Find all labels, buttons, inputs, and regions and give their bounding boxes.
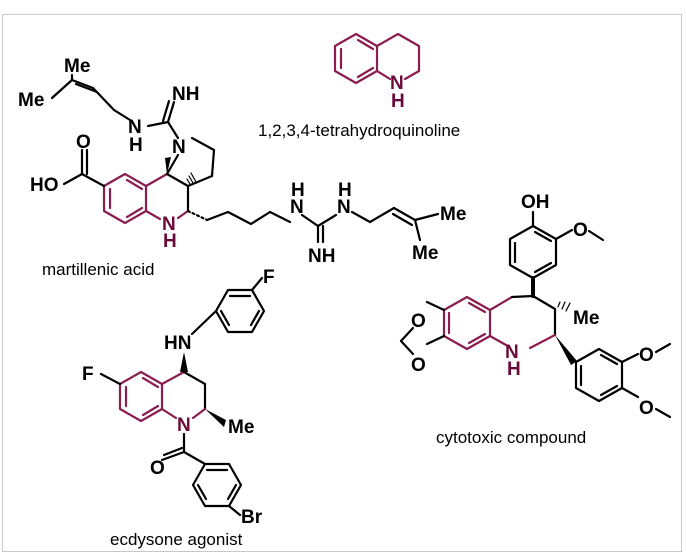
cytotoxic-top-aryl-ring xyxy=(508,224,558,280)
cytotoxic-compound-structure: OH O N H Me O O xyxy=(399,192,672,447)
martillenic-imine-nh: NH xyxy=(172,84,199,105)
martillenic-core-n: N xyxy=(162,214,176,235)
caption-cytotoxic-compound: cytotoxic compound xyxy=(436,428,586,447)
martillenic-acid-structure: N H N O HO NH N H Me Me xyxy=(18,56,466,279)
thq-h-atom: H xyxy=(391,91,405,112)
martillenic-gu2-n: N xyxy=(337,197,351,218)
martillenic-core-h: H xyxy=(163,231,177,252)
thq-saturated-ring xyxy=(375,32,421,81)
cytotoxic-ome2-o: O xyxy=(639,345,654,366)
martillenic-amine-n: N xyxy=(128,117,142,138)
tetrahydroquinoline-structure: N H 1,2,3,4-tetrahydroquinoline xyxy=(258,32,460,140)
ecdysone-core-n: N xyxy=(177,415,191,436)
ecdysone-f-top: F xyxy=(263,267,275,288)
ecdysone-me: Me xyxy=(228,417,254,438)
cytotoxic-dioxole-o2: O xyxy=(411,355,426,376)
figure-frame xyxy=(2,14,682,552)
martillenic-me-r1: Me xyxy=(440,204,466,225)
cytotoxic-ome3-o: O xyxy=(639,398,654,419)
martillenic-me-top: Me xyxy=(64,56,90,77)
cytotoxic-oh: OH xyxy=(521,192,550,213)
thq-n-atom: N xyxy=(390,73,404,94)
cytotoxic-dioxole-o1: O xyxy=(411,311,426,332)
cytotoxic-me: Me xyxy=(573,308,599,329)
martillenic-gu1-n: N xyxy=(290,197,304,218)
ecdysone-carbonyl-o: O xyxy=(150,458,165,479)
ecdysone-f-left: F xyxy=(82,364,94,385)
martillenic-pyrrolidine-n: N xyxy=(172,137,186,158)
cytotoxic-benzene-ring xyxy=(442,295,492,351)
martillenic-me-left: Me xyxy=(18,90,44,111)
cytotoxic-core-h: H xyxy=(507,359,521,380)
ecdysone-hn: HN xyxy=(164,333,191,354)
martillenic-gu-nh: NH xyxy=(308,246,335,267)
martillenic-amine-h: H xyxy=(129,135,143,156)
martillenic-gu2-h: H xyxy=(338,180,352,201)
martillenic-me-r2: Me xyxy=(412,243,438,264)
martillenic-gu1-h: H xyxy=(291,180,305,201)
caption-martillenic-acid: martillenic acid xyxy=(42,260,154,279)
caption-ecdysone-agonist: ecdysone agonist xyxy=(110,530,243,549)
cytotoxic-right-aryl-ring xyxy=(574,347,624,403)
cytotoxic-ome1-o: O xyxy=(573,220,588,241)
ecdysone-agonist-structure: F HN F N Me O Br ecdysone agonis xyxy=(82,267,275,549)
ecdysone-br: Br xyxy=(241,507,263,528)
caption-tetrahydroquinoline: 1,2,3,4-tetrahydroquinoline xyxy=(258,121,460,140)
martillenic-carbonyl-o: O xyxy=(76,132,91,153)
martillenic-hydroxyl: HO xyxy=(30,175,59,196)
cytotoxic-core-n: N xyxy=(505,342,519,363)
